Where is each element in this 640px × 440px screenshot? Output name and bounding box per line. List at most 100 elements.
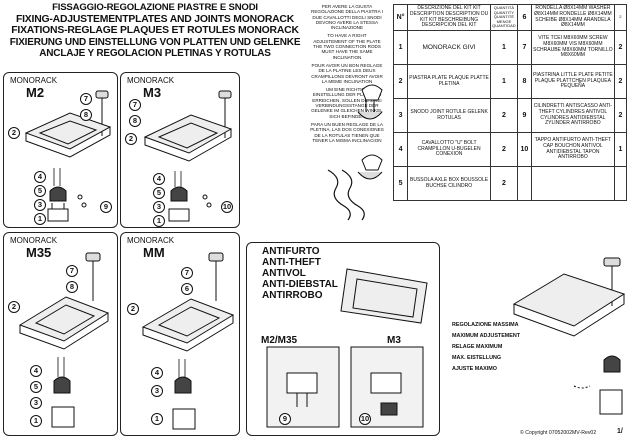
part-num: 4 (392, 132, 409, 167)
callout: 4 (30, 365, 42, 377)
panel-m2: MONORACK M2 7 8 2 4 5 3 1 9 (3, 72, 118, 228)
callout: 7 (181, 267, 193, 279)
callout: 3 (30, 397, 42, 409)
part-num: 3 (392, 98, 409, 133)
max-adjustment-line: REGOLAZIONE MASSIMA (452, 322, 519, 328)
callout: 2 (127, 303, 139, 315)
note-en: TO HAVE A RIGHT ADJUSTEMENT OF THE PLATE… (313, 33, 381, 60)
callout: 7 (129, 99, 141, 111)
callout: 4 (34, 171, 46, 183)
max-adjustment-line: AJUSTE MAXIMO (452, 366, 497, 372)
antitheft-view (266, 268, 428, 428)
callout: 2 (8, 127, 20, 139)
part-num: 5 (392, 166, 409, 201)
table-header-row: N° DESCRIZIONE DEL KIT KIT DESCRIPTION D… (392, 4, 628, 31)
part-qty: 2 (490, 132, 518, 167)
antitheft-title: ANTIFURTO ANTI-THEFT ANTIVOL ANTI-DIEBST… (262, 246, 338, 301)
header-desc-right: RONDELLA Ø8x14mm WASHER Ø8x14mm RONDELLE… (530, 4, 615, 31)
note-de: UM EINE RICHTIGE EINSTELLUNG DER PLATTE … (311, 87, 383, 119)
antitheft-label-left: M2/M35 (261, 335, 298, 346)
callout: 10 (359, 413, 371, 425)
part-qty: 1 (613, 132, 628, 167)
part-num: 7 (516, 30, 532, 65)
header-qty: Quantità Quantity Quantité Menge Quantid… (490, 4, 518, 31)
max-adjustment-line: MAX. EISTELLUNG (452, 355, 502, 361)
note-fr: POUR AVOIR UN BON REGLAGE DE LA PLATINE … (311, 62, 383, 84)
part-num: 2 (392, 64, 409, 99)
m2-exploded-view (24, 90, 112, 222)
header-num-right: 6 (516, 4, 532, 31)
part-qty: 1 (490, 30, 518, 65)
part-desc: BUSSOLA AXLE BOX BOUSSOLE BUCHSE CILINDR… (407, 166, 491, 201)
panel-m3: MONORACK M3 7 8 2 4 5 3 1 10 (120, 72, 240, 228)
note-it: PER AVERE LA GIUSTA REGOLAZIONE DELLA PI… (311, 4, 383, 31)
callout: 8 (80, 109, 92, 121)
panel-mm: MONORACK MM 7 6 2 4 3 1 (120, 232, 240, 436)
panel-label: MONORACK (127, 236, 175, 245)
antitheft-line: ANTI-THEFT (262, 257, 321, 268)
title-line: FIXING-ADJUSTEMENTPLATES AND JOINTS MONO… (15, 13, 295, 25)
part-desc: CILINDRETTI ANTISCASSO ANTI-THEFT CYLIND… (530, 98, 615, 133)
callout: 1 (151, 413, 163, 425)
callout: 2 (8, 301, 20, 313)
parts-table: N° DESCRIZIONE DEL KIT KIT DESCRIPTION D… (392, 4, 628, 201)
note-es: PARA UN BUEN REGLAGE DE LA PLETINA, LAS … (310, 121, 384, 143)
joint-inclination-illustration (327, 84, 383, 221)
antitheft-line: ANTIVOL (262, 268, 306, 279)
part-desc: SNODO JOINT ROTULE GELENK ROTULAS (407, 98, 491, 133)
part-desc: PIASTRINA LITTLE PLATE PETITE PLAQUE PLA… (530, 64, 615, 99)
antitheft-line: ANTIFURTO (262, 246, 320, 257)
table-row: 3 SNODO JOINT ROTULE GELENK ROTULAS 2 9 … (392, 98, 628, 133)
title-line: FISSAGGIO-REGOLAZIONE PIASTRE E SNODI (52, 2, 258, 13)
m3-exploded-view (143, 90, 233, 222)
part-qty: 2 (613, 30, 628, 65)
antitheft-line: ANTIRROBO (262, 290, 323, 301)
panel-antitheft: 9 10 M2/M35 M3 (246, 242, 440, 436)
part-qty-empty (613, 166, 628, 201)
callout: 5 (153, 187, 165, 199)
callout: 10 (221, 201, 233, 213)
header-desc: DESCRIZIONE DEL KIT KIT DESCRIPTION DESC… (407, 4, 491, 31)
callout: 8 (129, 115, 141, 127)
max-adjustment-title: REGOLAZIONE MASSIMA MAXIMUM ADJUSTEMENT … (452, 320, 546, 375)
table-row: 4 CAVALLOTTO "U" BOLT CRAMPILLON U-BUGEL… (392, 132, 628, 167)
m35-exploded-view (18, 252, 110, 428)
table-row: 5 BUSSOLA AXLE BOX BOUSSOLE BUCHSE CILIN… (392, 166, 628, 201)
callout: 7 (80, 93, 92, 105)
callout: 1 (34, 213, 46, 225)
copyright: © Copyright 07052002MV-Rev02 (520, 430, 597, 436)
callout: 8 (66, 281, 78, 293)
part-desc: TAPPO ANTIFURTO ANTI-THEFT CAP BOUCHON A… (530, 132, 615, 167)
callout: 9 (279, 413, 291, 425)
max-adjustment-view (512, 257, 626, 415)
panel-model: MM (143, 245, 165, 260)
panel-label: MONORACK (10, 76, 58, 85)
callout: 4 (151, 367, 163, 379)
page-number: 1/ (617, 428, 623, 435)
callout: 6 (181, 283, 193, 295)
panel-model: M3 (143, 85, 162, 100)
panel-m35: MONORACK M35 7 8 2 4 5 3 1 (3, 232, 118, 436)
table-row: 1 MONORACK GIVI 1 7 VITE TCEI M8x60mm SC… (392, 30, 628, 65)
part-num: 9 (516, 98, 532, 133)
callout: 3 (151, 385, 163, 397)
title-line: FIXIERUNG UND EINSTELLUNG VON PLATTEN UN… (9, 36, 301, 48)
callout: 5 (34, 185, 46, 197)
antitheft-line: ANTI-DIEBSTAL (262, 279, 338, 290)
part-num: 10 (516, 132, 532, 167)
table-row: 2 PIASTRA PLATE PLAQUE PLATTE PLETINA 1 … (392, 64, 628, 99)
part-qty: 2 (490, 98, 518, 133)
part-num: 1 (392, 30, 409, 65)
max-adjustment-line: MAXIMUM ADJUSTEMENT (452, 333, 521, 339)
part-desc: PIASTRA PLATE PLAQUE PLATTE PLETINA (407, 64, 491, 99)
panel-label: MONORACK (127, 76, 175, 85)
callout: 5 (30, 381, 42, 393)
part-qty: 2 (490, 166, 518, 201)
callout: 9 (100, 201, 112, 213)
panel-max-adjustment (444, 240, 638, 426)
callout: 2 (125, 133, 137, 145)
part-num-empty (516, 166, 532, 201)
part-qty: 2 (613, 98, 628, 133)
max-adjustment-line: RELAGE MAXIMUM (452, 344, 503, 350)
antitheft-label-right: M3 (387, 335, 401, 346)
